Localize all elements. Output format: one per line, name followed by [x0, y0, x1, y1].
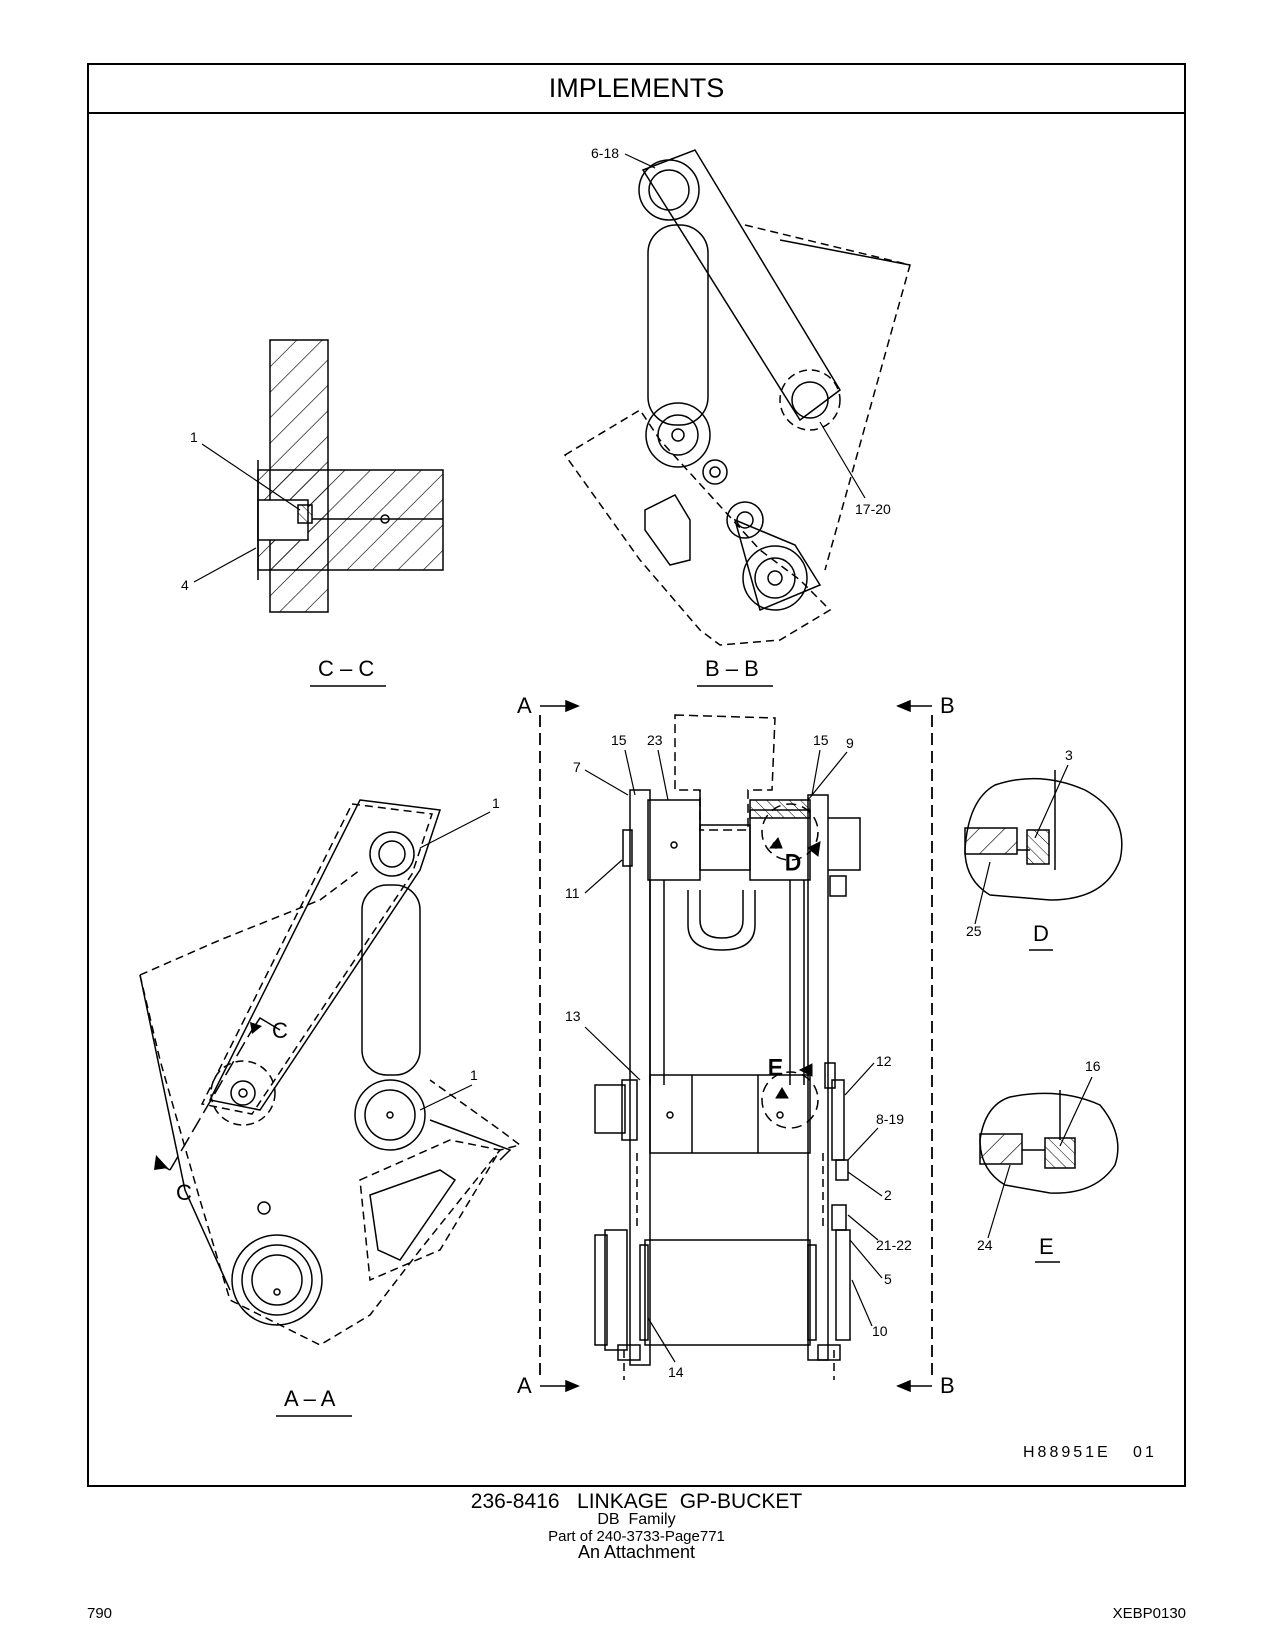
svg-text:12: 12: [876, 1053, 892, 1069]
svg-text:9: 9: [846, 735, 854, 751]
section-c-arrows: C C: [154, 1016, 288, 1205]
callout-bb-6-18: 6-18: [591, 145, 656, 169]
svg-text:1: 1: [190, 429, 198, 445]
view-label-aa: A – A: [284, 1386, 336, 1411]
part-caption: 236-8416 LINKAGE GP-BUCKET: [470, 1490, 803, 1513]
svg-text:23: 23: [647, 732, 663, 748]
callout-cc-1: 1: [190, 429, 301, 511]
svg-text:3: 3: [1065, 747, 1073, 763]
centre-callouts: 15 23 15 9 7 11 13 12 8-19 2 21-22 5 10 …: [565, 732, 912, 1380]
attachment-caption: An Attachment: [577, 1542, 696, 1562]
svg-text:2: 2: [884, 1187, 892, 1203]
svg-text:25: 25: [966, 923, 982, 939]
svg-text:7: 7: [573, 759, 581, 775]
svg-text:11: 11: [565, 885, 580, 901]
svg-text:1: 1: [492, 795, 500, 811]
svg-text:1: 1: [470, 1067, 478, 1083]
section-marker-a-top: A: [517, 693, 532, 718]
view-cc: [257, 339, 444, 613]
document-id: XEBP0130: [1112, 1605, 1186, 1622]
centre-assembly: [594, 714, 861, 1380]
detail-d-view: [964, 770, 1123, 901]
detail-e-callouts: 16 24: [977, 1058, 1101, 1253]
svg-text:17-20: 17-20: [855, 501, 891, 517]
detail-d-arrows: D: [768, 837, 821, 876]
callout-bb-17-20: 17-20: [819, 421, 891, 517]
svg-text:15: 15: [813, 732, 829, 748]
detail-label-e: E: [1039, 1234, 1054, 1259]
view-label-bb: B – B: [705, 656, 759, 681]
callout-cc-4: 4: [181, 547, 257, 593]
drawing-frame: IMPLEMENTS: [87, 63, 1186, 1487]
svg-text:10: 10: [872, 1323, 888, 1339]
detail-e-arrows: E: [768, 1055, 813, 1099]
svg-text:24: 24: [977, 1237, 993, 1253]
section-marker-a-bottom: A: [517, 1373, 532, 1398]
svg-text:5: 5: [884, 1271, 892, 1287]
section-marker-c-top: C: [272, 1018, 288, 1043]
svg-text:21-22: 21-22: [876, 1237, 912, 1253]
detail-marker-d: D: [785, 850, 801, 875]
illustration-reference: H88951E 01: [1023, 1444, 1157, 1461]
svg-text:16: 16: [1085, 1058, 1101, 1074]
section-arrows: [540, 699, 932, 1393]
page-title: IMPLEMENTS: [89, 65, 1184, 114]
detail-d-callouts: 3 25: [966, 747, 1073, 939]
detail-label-d: D: [1033, 921, 1049, 946]
section-marker-b-top: B: [940, 693, 955, 718]
view-bb: [563, 149, 911, 646]
view-aa: [139, 799, 522, 1346]
view-label-cc: C – C: [318, 656, 374, 681]
svg-text:8-19: 8-19: [876, 1111, 904, 1127]
svg-text:15: 15: [611, 732, 627, 748]
page-number: 790: [87, 1605, 113, 1622]
section-lines: [539, 715, 933, 1380]
callout-aa-1-bottom: 1: [419, 1067, 478, 1111]
svg-text:6-18: 6-18: [591, 145, 619, 161]
family-caption: DB Family: [597, 1511, 676, 1528]
part-of-caption: Part of 240-3733-Page771: [548, 1528, 725, 1545]
callout-aa-1-top: 1: [419, 795, 500, 849]
svg-text:4: 4: [181, 577, 189, 593]
section-marker-b-bottom: B: [940, 1373, 955, 1398]
section-marker-c-bottom: C: [176, 1180, 192, 1205]
detail-e-view: [979, 1090, 1119, 1194]
detail-marker-e: E: [768, 1055, 783, 1080]
svg-text:13: 13: [565, 1008, 581, 1024]
svg-text:14: 14: [668, 1364, 684, 1380]
